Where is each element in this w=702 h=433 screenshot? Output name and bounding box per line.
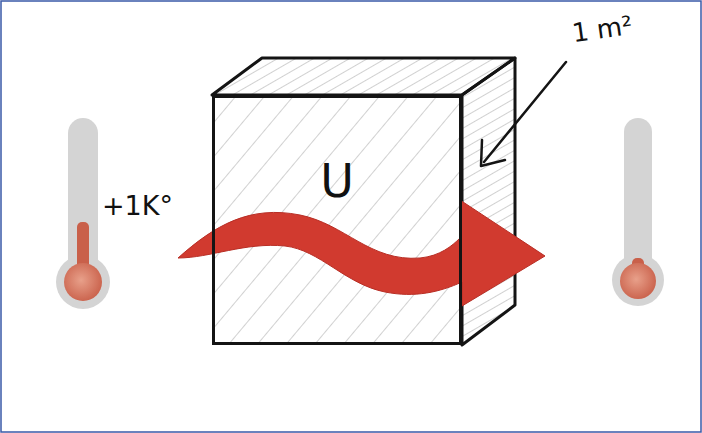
warm-thermometer xyxy=(56,118,110,309)
cube-front-face: U xyxy=(212,95,462,345)
cool-thermometer xyxy=(612,118,664,306)
heat-flow-arrow xyxy=(178,200,545,306)
temperature-label: +1K° xyxy=(102,190,173,221)
cube-side-face xyxy=(462,58,515,345)
face-letter: U xyxy=(215,156,459,207)
area-leader-arrow xyxy=(481,62,566,166)
area-label: 1 m² xyxy=(570,10,634,48)
